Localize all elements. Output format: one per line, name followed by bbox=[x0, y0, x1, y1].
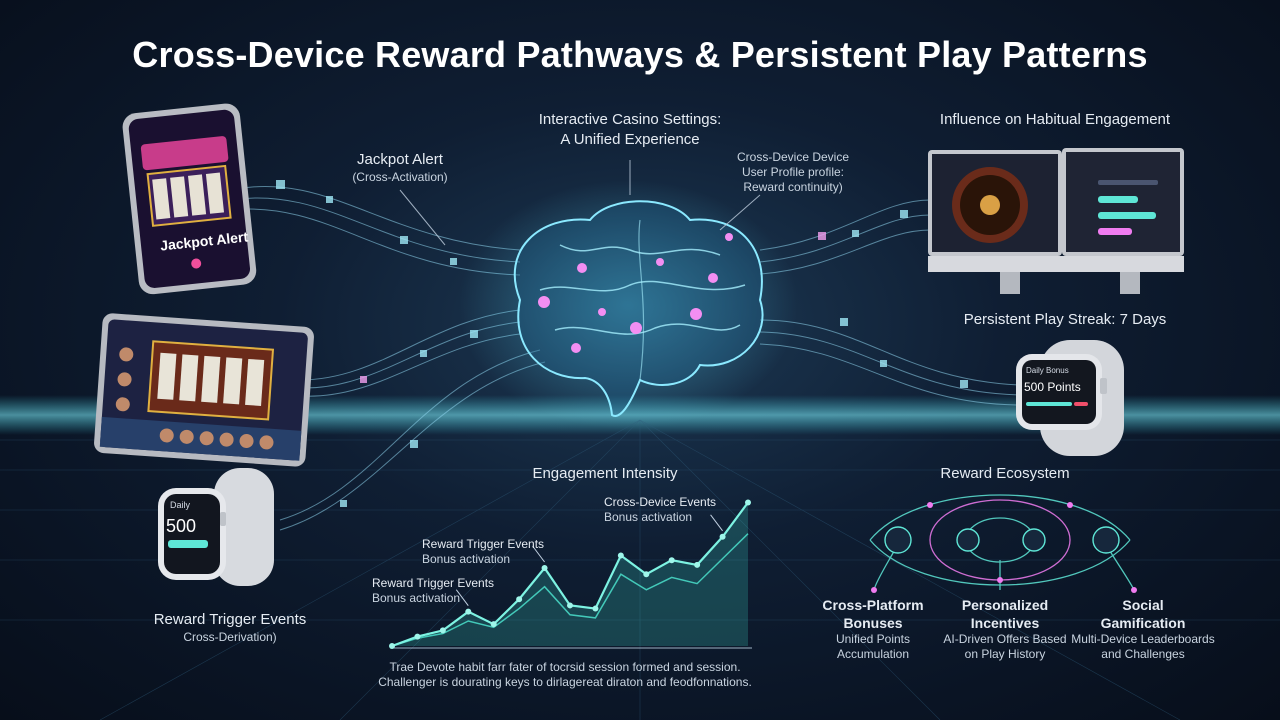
ecosystem-item-incentives: Personalized Incentives AI-Driven Offers… bbox=[935, 596, 1075, 662]
influence-label: Influence on Habitual Engagement bbox=[939, 111, 1171, 128]
cross-device-label: Cross-Device Device User Profile profile… bbox=[718, 150, 868, 195]
reward-trigger-left-label: Reward Trigger Events Cross-Derivation) bbox=[130, 610, 330, 645]
chart-point-0 bbox=[389, 643, 395, 649]
jackpot-alert-label: Jackpot Alert (Cross-Activation) bbox=[320, 150, 480, 185]
page-title: Cross-Device Reward Pathways & Persisten… bbox=[132, 34, 1148, 75]
brain-icon bbox=[513, 200, 764, 417]
ecosystem-link-right bbox=[1107, 547, 1135, 591]
chart-series-2-line bbox=[391, 533, 749, 647]
chart-point-9 bbox=[617, 552, 624, 559]
cross-device-line3: Reward continuity) bbox=[743, 180, 843, 194]
annotation-leader-1 bbox=[532, 545, 545, 563]
ecosystem-item-bonuses-sub2: Accumulation bbox=[836, 647, 910, 662]
reward-trigger-left-sub: Cross-Derivation) bbox=[183, 629, 277, 644]
ecosystem-item-social-title1: Social bbox=[1122, 597, 1164, 613]
chart-point-5 bbox=[516, 596, 523, 603]
annotation-2-title: Reward Trigger Events bbox=[422, 537, 545, 551]
annotation-2: Reward Trigger Events Bonus activation bbox=[422, 537, 562, 567]
ecosystem-arc-top bbox=[869, 494, 1131, 541]
chart-point-4 bbox=[490, 621, 497, 628]
jackpot-alert-title: Jackpot Alert bbox=[357, 151, 443, 168]
annotation-3: Cross-Device Events Bonus activation bbox=[604, 495, 744, 525]
ecosystem-item-bonuses-title1: Cross-Platform bbox=[822, 597, 924, 613]
chart-point-14 bbox=[745, 499, 751, 506]
profile-leader bbox=[719, 194, 761, 231]
chart-title: Engagement Intensity bbox=[532, 465, 678, 482]
center-title-line2: A Unified Experience bbox=[560, 130, 700, 148]
ecosystem-item-incentives-sub2: on Play History bbox=[964, 647, 1046, 662]
ecosystem-item-incentives-title2: Incentives bbox=[970, 615, 1040, 632]
annotation-1-sub: Bonus activation bbox=[372, 591, 461, 605]
chart-point-7 bbox=[567, 602, 573, 609]
jackpot-leader bbox=[399, 189, 446, 246]
cross-device-line2: User Profile profile: bbox=[741, 165, 845, 179]
incentive-node-icon bbox=[956, 528, 980, 552]
annotation-2-sub: Bonus activation bbox=[422, 552, 511, 566]
ecosystem-item-incentives-sub1: AI-Driven Offers Based bbox=[943, 632, 1067, 647]
chart-point-12 bbox=[694, 561, 701, 568]
chart-point-13 bbox=[719, 533, 726, 540]
cross-device-line1: Cross-Device Device bbox=[736, 150, 850, 164]
bonus-node-icon bbox=[884, 526, 912, 554]
watch-right-label: Daily Bonus bbox=[1026, 366, 1069, 375]
chart-point-1 bbox=[414, 633, 421, 640]
reward-trigger-left-title: Reward Trigger Events bbox=[153, 611, 307, 628]
chart-caption-line2: Challenger is dourating keys to dirlager… bbox=[378, 675, 752, 689]
chart-caption: Trae Devote habit farr fater of tocrsid … bbox=[370, 660, 760, 690]
ecosystem-item-social-title2: Gamification bbox=[1100, 615, 1186, 632]
ecosystem-item-social: Social Gamification Multi-Device Leaderb… bbox=[1068, 596, 1218, 662]
streak-label: Persistent Play Streak: 7 Days bbox=[963, 311, 1167, 328]
annotation-3-sub: Bonus activation bbox=[604, 510, 693, 524]
reward-ecosystem-title: Reward Ecosystem bbox=[940, 465, 1070, 482]
chart-caption-line1: Trae Devote habit farr fater of tocrsid … bbox=[389, 660, 741, 674]
chart-point-8 bbox=[592, 605, 599, 612]
ecosystem-item-bonuses: Cross-Platform Bonuses Unified Points Ac… bbox=[808, 596, 938, 662]
ecosystem-item-bonuses-sub1: Unified Points bbox=[835, 632, 911, 647]
chart-point-10 bbox=[643, 571, 650, 578]
ecosystem-item-social-sub1: Multi-Device Leaderboards bbox=[1071, 632, 1215, 647]
social-node-icon bbox=[1092, 526, 1120, 554]
annotation-1: Reward Trigger Events Bonus activation bbox=[372, 576, 512, 606]
data-streams bbox=[229, 186, 1021, 531]
watch-right-value: 500 Points bbox=[1024, 380, 1081, 394]
annotation-1-title: Reward Trigger Events bbox=[372, 576, 495, 590]
center-title: Interactive Casino Settings: A Unified E… bbox=[500, 110, 760, 149]
chart-point-3 bbox=[465, 608, 472, 615]
ecosystem-item-bonuses-title2: Bonuses bbox=[843, 615, 903, 632]
annotation-leader-0 bbox=[455, 589, 469, 606]
ecosystem-item-social-sub2: and Challenges bbox=[1101, 647, 1185, 662]
chart-point-2 bbox=[439, 627, 446, 634]
annotation-leader-2 bbox=[710, 514, 723, 532]
chart-point-11 bbox=[668, 557, 675, 564]
watch-left-label: Daily bbox=[170, 500, 191, 510]
chart-area-fill bbox=[392, 502, 748, 646]
chart-point-6 bbox=[541, 565, 548, 571]
annotation-3-title: Cross-Device Events bbox=[604, 495, 717, 509]
center-title-line1: Interactive Casino Settings: bbox=[538, 111, 722, 128]
profile-node-icon bbox=[1022, 528, 1046, 552]
ecosystem-item-incentives-title1: Personalized bbox=[961, 597, 1049, 613]
jackpot-alert-sub: (Cross-Activation) bbox=[352, 169, 448, 184]
watch-left-value: 500 bbox=[166, 516, 197, 536]
data-cubes bbox=[276, 180, 968, 507]
